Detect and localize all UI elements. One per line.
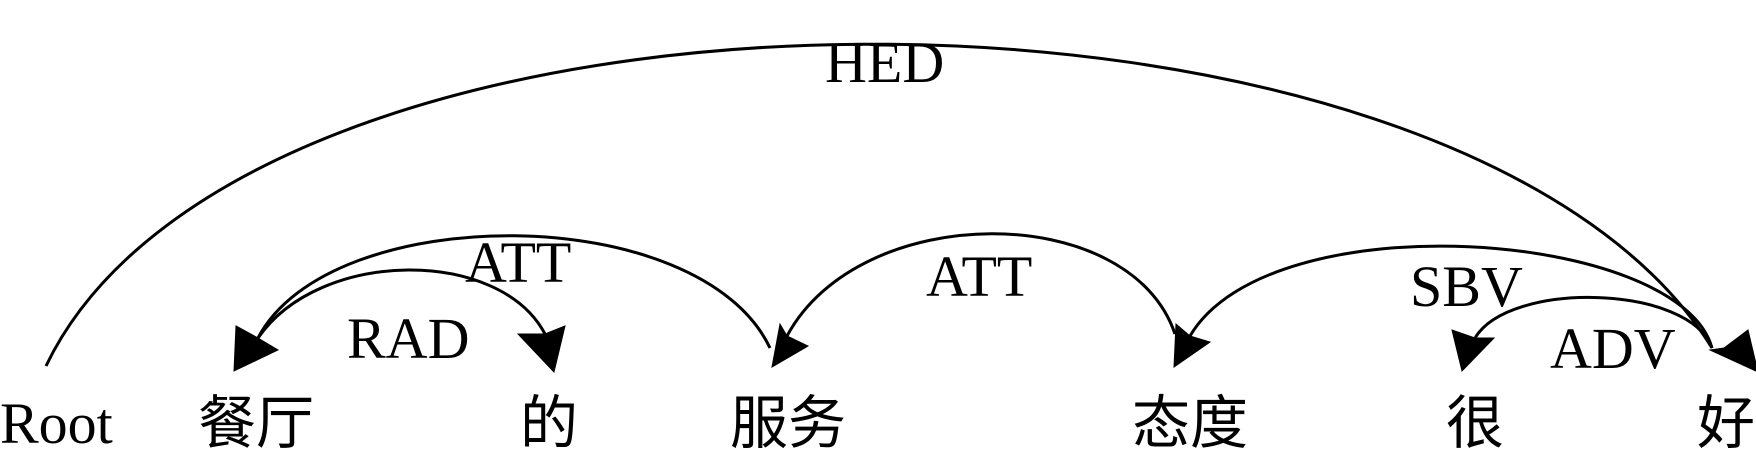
- arrowhead-sbv: [1173, 322, 1212, 368]
- label-adv: ADV: [1550, 316, 1676, 381]
- token-5: 很: [1446, 389, 1504, 457]
- arc-hed: [44, 42, 1714, 367]
- token-3: 服务: [730, 389, 846, 457]
- label-att-2: ATT: [926, 244, 1032, 309]
- arc-sbv: [1188, 244, 1714, 349]
- label-rad: RAD: [347, 306, 469, 371]
- arrowhead-hed: [1708, 329, 1756, 372]
- token-1: 餐厅: [198, 389, 314, 457]
- relation-labels: HED ATT RAD ATT SBV ADV: [347, 30, 1676, 381]
- arrowhead-att-2: [771, 322, 810, 368]
- arrowhead-rad: [516, 325, 566, 374]
- token-2: 的: [520, 389, 578, 457]
- dependency-arcs: [44, 42, 1714, 367]
- arrowhead-att-1: [233, 325, 280, 372]
- sentence-tokens: Root 餐厅 的 服务 态度 很 好: [0, 389, 1755, 457]
- arc-att-1: [256, 234, 772, 349]
- arc-att-2: [785, 232, 1177, 337]
- token-4: 态度: [1132, 389, 1248, 457]
- label-sbv: SBV: [1410, 254, 1523, 319]
- token-root: Root: [0, 391, 113, 456]
- arrowhead-adv: [1451, 329, 1496, 372]
- token-6: 好: [1697, 389, 1755, 457]
- label-hed: HED: [825, 30, 944, 95]
- arrowheads: [233, 322, 1756, 374]
- arc-adv: [1473, 296, 1714, 349]
- label-att-1: ATT: [465, 230, 571, 295]
- arc-rad: [256, 268, 547, 339]
